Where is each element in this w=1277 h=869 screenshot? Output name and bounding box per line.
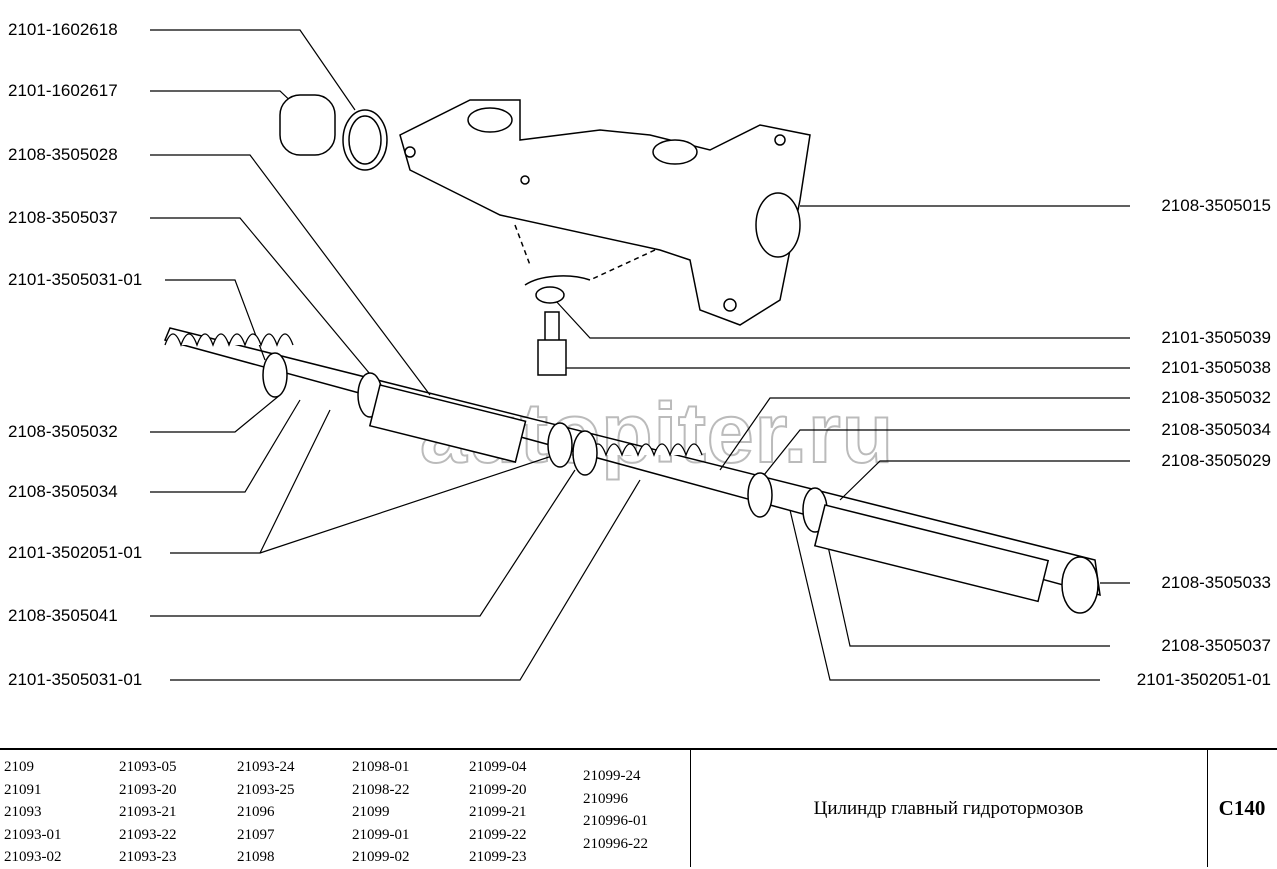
model: 21093-23 [119, 849, 177, 865]
part-label[interactable]: 2101-3505039 [1161, 328, 1271, 347]
model: 21093-01 [4, 826, 62, 843]
part-label[interactable]: 2108-3505041 [8, 606, 118, 625]
models-col-5: 21099-04 21099-20 21099-21 21099-22 21099-23 [469, 756, 527, 869]
model: 21099-20 [469, 781, 527, 798]
part-label[interactable]: 2101-3502051-01 [1136, 670, 1271, 689]
divider [690, 750, 691, 867]
models-col-2: 21093-05 21093-20 21093-21 21093-22 21093-23 [119, 756, 177, 869]
part-label[interactable]: 2101-1602618 [8, 20, 118, 39]
section-code: С140 [1218, 796, 1266, 820]
model: 21099-02 [352, 849, 410, 865]
model: 21099-22 [469, 826, 527, 843]
bolt [537, 311, 567, 376]
page-title: Цилиндр главный гидротормозов [813, 798, 1084, 819]
part-label[interactable]: 2108-3505032 [8, 422, 118, 441]
models-col-3: 21093-24 21093-25 21096 21097 21098 [237, 756, 295, 869]
models-col-1: 2109 21091 21093 21093-01 21093-02 [4, 756, 62, 869]
model: 21099-04 [469, 759, 527, 775]
model: 21093-21 [119, 804, 177, 820]
model: 210996-22 [583, 835, 648, 852]
model: 21098-22 [352, 781, 410, 798]
part-label[interactable]: 2108-3505034 [1161, 420, 1271, 439]
piston-assembly [163, 327, 1101, 614]
model: 21093-24 [237, 759, 295, 775]
model: 21098-01 [352, 759, 410, 775]
part-label[interactable]: 2101-3505031-01 [8, 670, 143, 689]
model: 21099-21 [469, 804, 527, 820]
model: 21099-24 [583, 768, 641, 784]
plug-and-seal [279, 94, 388, 171]
model: 21093-22 [119, 826, 177, 843]
parts-diagram [150, 29, 1130, 681]
part-label[interactable]: 2101-3505038 [1161, 358, 1271, 377]
model: 210996-01 [583, 813, 648, 829]
part-label[interactable]: 2108-3505032 [1161, 388, 1271, 407]
part-label[interactable]: 2108-3505033 [1161, 573, 1271, 592]
part-label[interactable]: 2101-3502051-01 [8, 543, 143, 562]
model: 21093-25 [237, 781, 295, 798]
model: 2109 [4, 759, 34, 775]
divider [1207, 750, 1208, 867]
part-label[interactable]: 2108-3505037 [1161, 636, 1271, 655]
part-label[interactable]: 2108-3505028 [8, 145, 118, 164]
model: 21097 [237, 826, 275, 843]
model: 21099-01 [352, 826, 410, 843]
part-label[interactable]: 2108-3505015 [1161, 196, 1271, 215]
part-label[interactable]: 2108-3505029 [1161, 451, 1271, 470]
model: 21093-20 [119, 781, 177, 798]
models-col-6: 21099-24 210996 210996-01 210996-22 [583, 765, 648, 855]
model: 21096 [237, 804, 275, 820]
model: 21093-02 [4, 849, 62, 865]
models-col-4: 21098-01 21098-22 21099 21099-01 21099-02 [352, 756, 410, 869]
model: 21093 [4, 804, 42, 820]
model: 21091 [4, 781, 42, 798]
part-label[interactable]: 2101-1602617 [8, 81, 118, 100]
model: 21099 [352, 804, 390, 820]
part-label[interactable]: 2101-3505031-01 [8, 270, 143, 289]
part-label[interactable]: 2108-3505037 [8, 208, 118, 227]
leader-lines [150, 29, 1130, 681]
model: 21093-05 [119, 759, 177, 775]
part-label[interactable]: 2108-3505034 [8, 482, 118, 501]
model: 210996 [583, 790, 628, 807]
cylinder-body [399, 99, 811, 326]
model: 21099-23 [469, 849, 527, 865]
model: 21098 [237, 849, 275, 865]
